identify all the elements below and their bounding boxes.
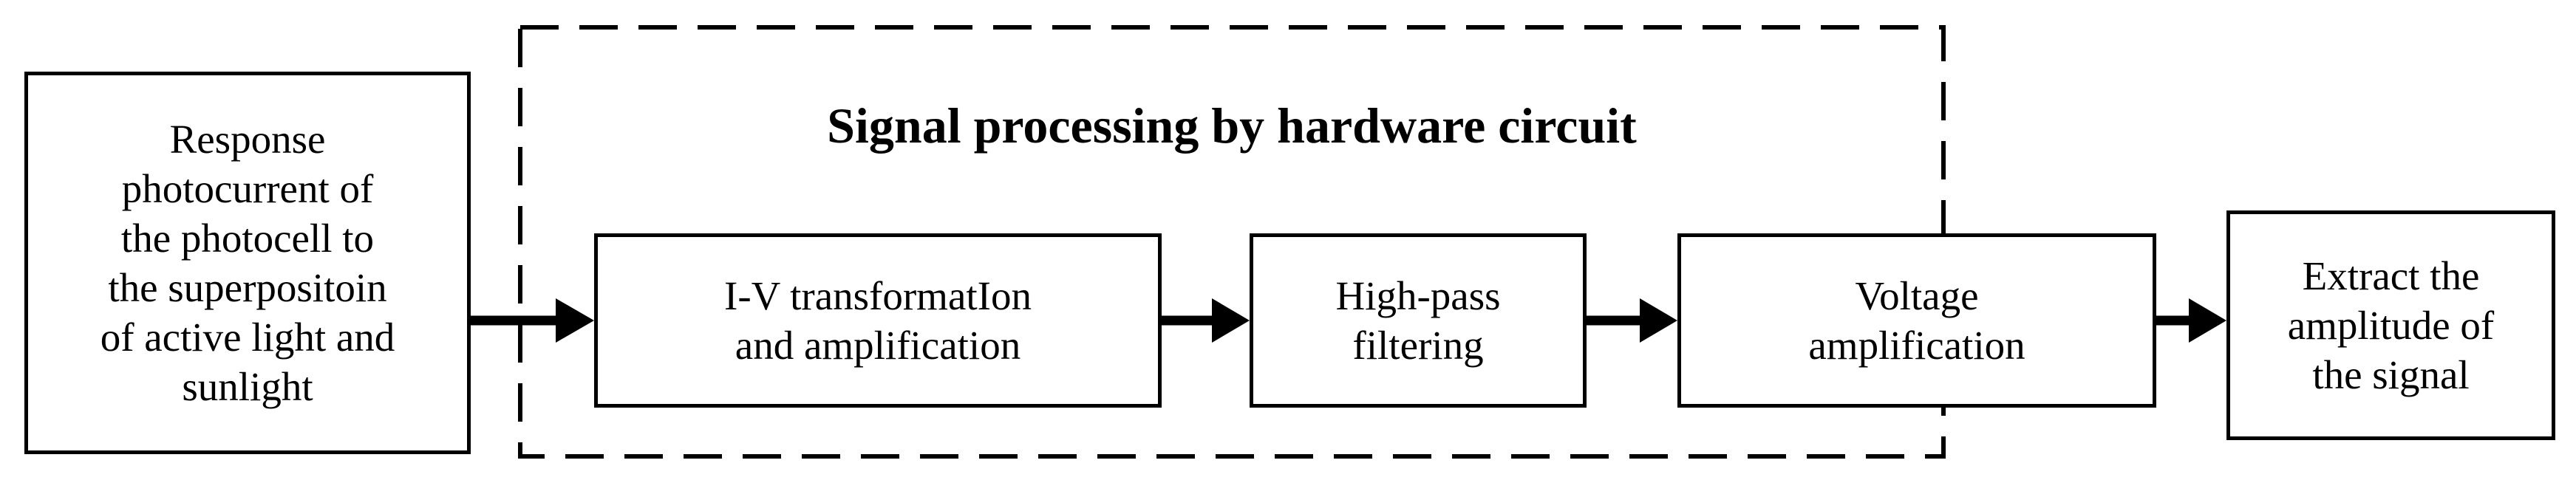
input-line-4: the superpositoin <box>108 265 387 310</box>
input-photocurrent-block: Response photocurrent of the photocell t… <box>24 72 471 454</box>
input-line-2: photocurrent of <box>121 166 374 211</box>
voltage-amplification-block: Voltage amplification <box>1677 233 2156 408</box>
group-title: Signal processing by hardware circuit <box>827 97 1637 154</box>
arrow-highpass-to-voltage <box>1587 298 1677 343</box>
hardware-group-frame <box>518 25 1946 459</box>
arrow-iv-to-highpass <box>1162 298 1250 343</box>
output-line-1: Extract the <box>2302 253 2480 298</box>
high-pass-filtering-block: High-pass filtering <box>1250 233 1587 408</box>
output-line-3: the signal <box>2312 352 2470 397</box>
highpass-line-2: filtering <box>1352 323 1484 368</box>
iv-transformation-block: I-V transformatIon and amplification <box>594 233 1162 408</box>
input-line-6: sunlight <box>182 364 313 409</box>
voltage-line-1: Voltage <box>1855 273 1979 318</box>
input-line-1: Response <box>169 117 326 162</box>
iv-line-2: and amplification <box>735 323 1021 368</box>
arrow-voltage-to-output <box>2156 298 2226 343</box>
input-line-5: of active light and <box>100 315 395 360</box>
highpass-line-1: High-pass <box>1335 273 1501 318</box>
voltage-line-2: amplification <box>1808 323 2025 368</box>
extract-amplitude-block: Extract the amplitude of the signal <box>2226 210 2555 440</box>
output-line-2: amplitude of <box>2287 303 2495 348</box>
iv-line-1: I-V transformatIon <box>724 273 1032 318</box>
input-line-3: the photocell to <box>120 216 375 261</box>
arrow-input-to-iv <box>471 298 594 343</box>
